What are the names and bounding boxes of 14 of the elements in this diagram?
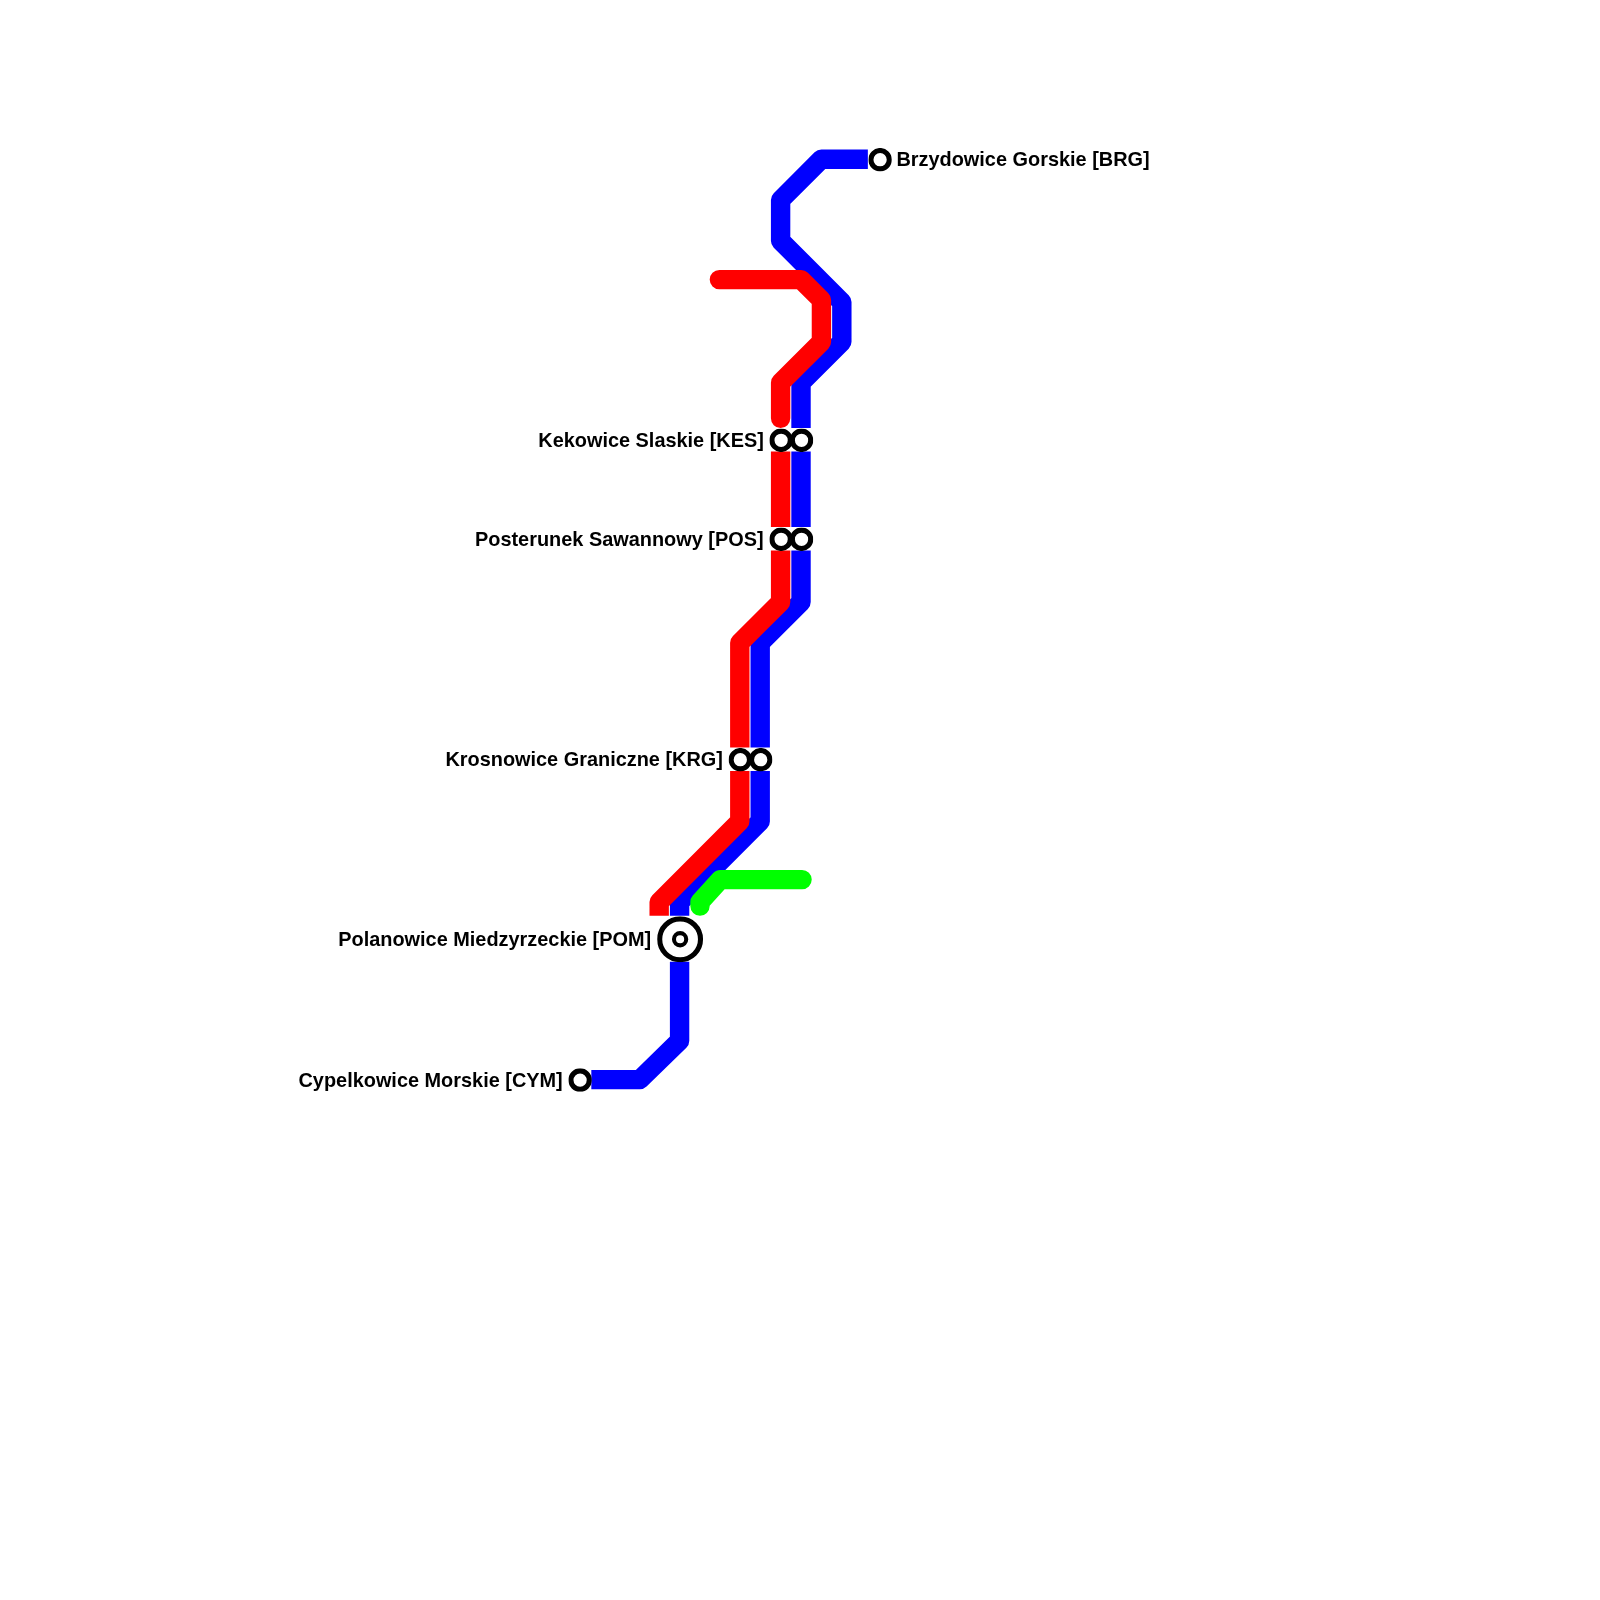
station-label: Cypelkowice Morskie [CYM] <box>298 1068 563 1091</box>
route-line <box>690 869 812 916</box>
route-line <box>770 451 791 528</box>
route-line <box>709 269 832 429</box>
station-label: Polanowice Miedzyrzeckie [POM] <box>338 927 652 950</box>
route-line <box>791 451 811 528</box>
route-line <box>669 770 770 916</box>
station-label: Brzydowice Gorskie [BRG] <box>896 147 1150 171</box>
station-label: Krosnowice Graniczne [KRG] <box>445 747 723 771</box>
route-line <box>730 550 791 748</box>
station-label: Kekowice Slaskie [KES] <box>538 428 764 451</box>
route-line <box>750 550 811 748</box>
route-line <box>649 770 750 916</box>
station-label: Posterunek Sawannowy [POS] <box>475 527 764 550</box>
